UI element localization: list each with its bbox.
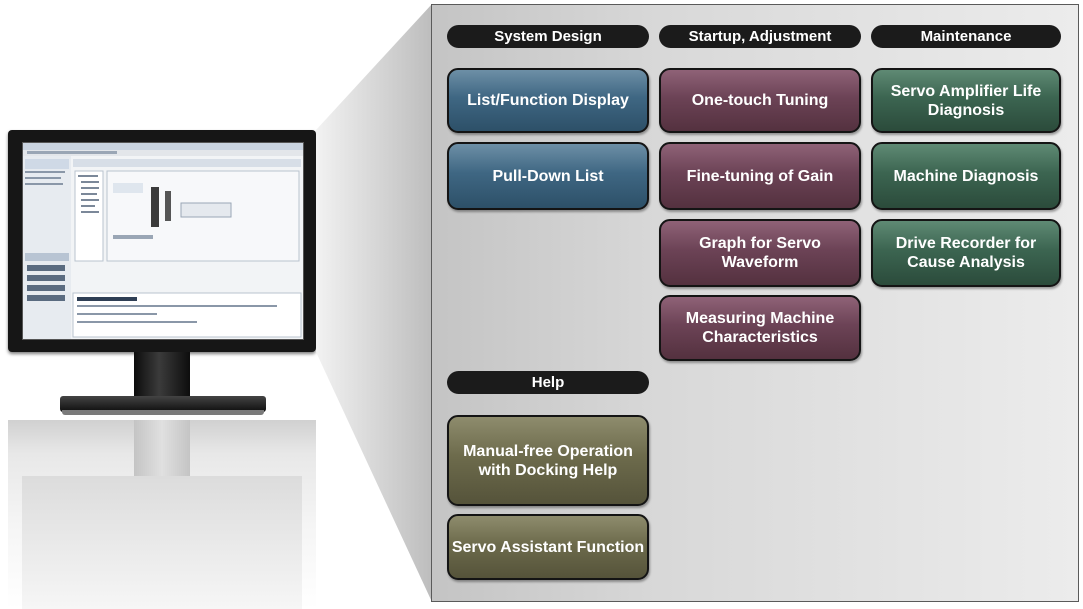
header-maintenance: Maintenance	[871, 25, 1061, 48]
monitor	[8, 130, 316, 352]
servo-assistant-function-button[interactable]: Servo Assistant Function	[447, 514, 649, 580]
monitor-screen	[22, 142, 304, 340]
software-screenshot-icon	[23, 143, 303, 339]
graph-for-servo-waveform-button[interactable]: Graph for Servo Waveform	[659, 219, 861, 287]
measuring-machine-characteristics-button[interactable]: Measuring Machine Characteristics	[659, 295, 861, 361]
pull-down-list-button[interactable]: Pull-Down List	[447, 142, 649, 210]
one-touch-tuning-button[interactable]: One-touch Tuning	[659, 68, 861, 133]
drive-recorder-for-cause-analysis-button[interactable]: Drive Recorder for Cause Analysis	[871, 219, 1061, 287]
machine-diagnosis-button[interactable]: Machine Diagnosis	[871, 142, 1061, 210]
monitor-reflection-screen	[22, 476, 302, 609]
servo-amplifier-life-diagnosis-button[interactable]: Servo Amplifier Life Diagnosis	[871, 68, 1061, 133]
manual-free-operation-button[interactable]: Manual-free Operation with Docking Help	[447, 415, 649, 506]
connector-cone	[316, 4, 432, 602]
fine-tuning-of-gain-button[interactable]: Fine-tuning of Gain	[659, 142, 861, 210]
header-system-design: System Design	[447, 25, 649, 48]
header-help: Help	[447, 371, 649, 394]
feature-panel: System Design List/Function Display Pull…	[431, 4, 1079, 602]
monitor-base	[60, 396, 266, 412]
monitor-neck	[134, 352, 190, 400]
list-function-display-button[interactable]: List/Function Display	[447, 68, 649, 133]
monitor-reflection-neck	[134, 420, 190, 476]
monitor-base-edge	[62, 410, 264, 415]
header-startup-adjustment: Startup, Adjustment	[659, 25, 861, 48]
